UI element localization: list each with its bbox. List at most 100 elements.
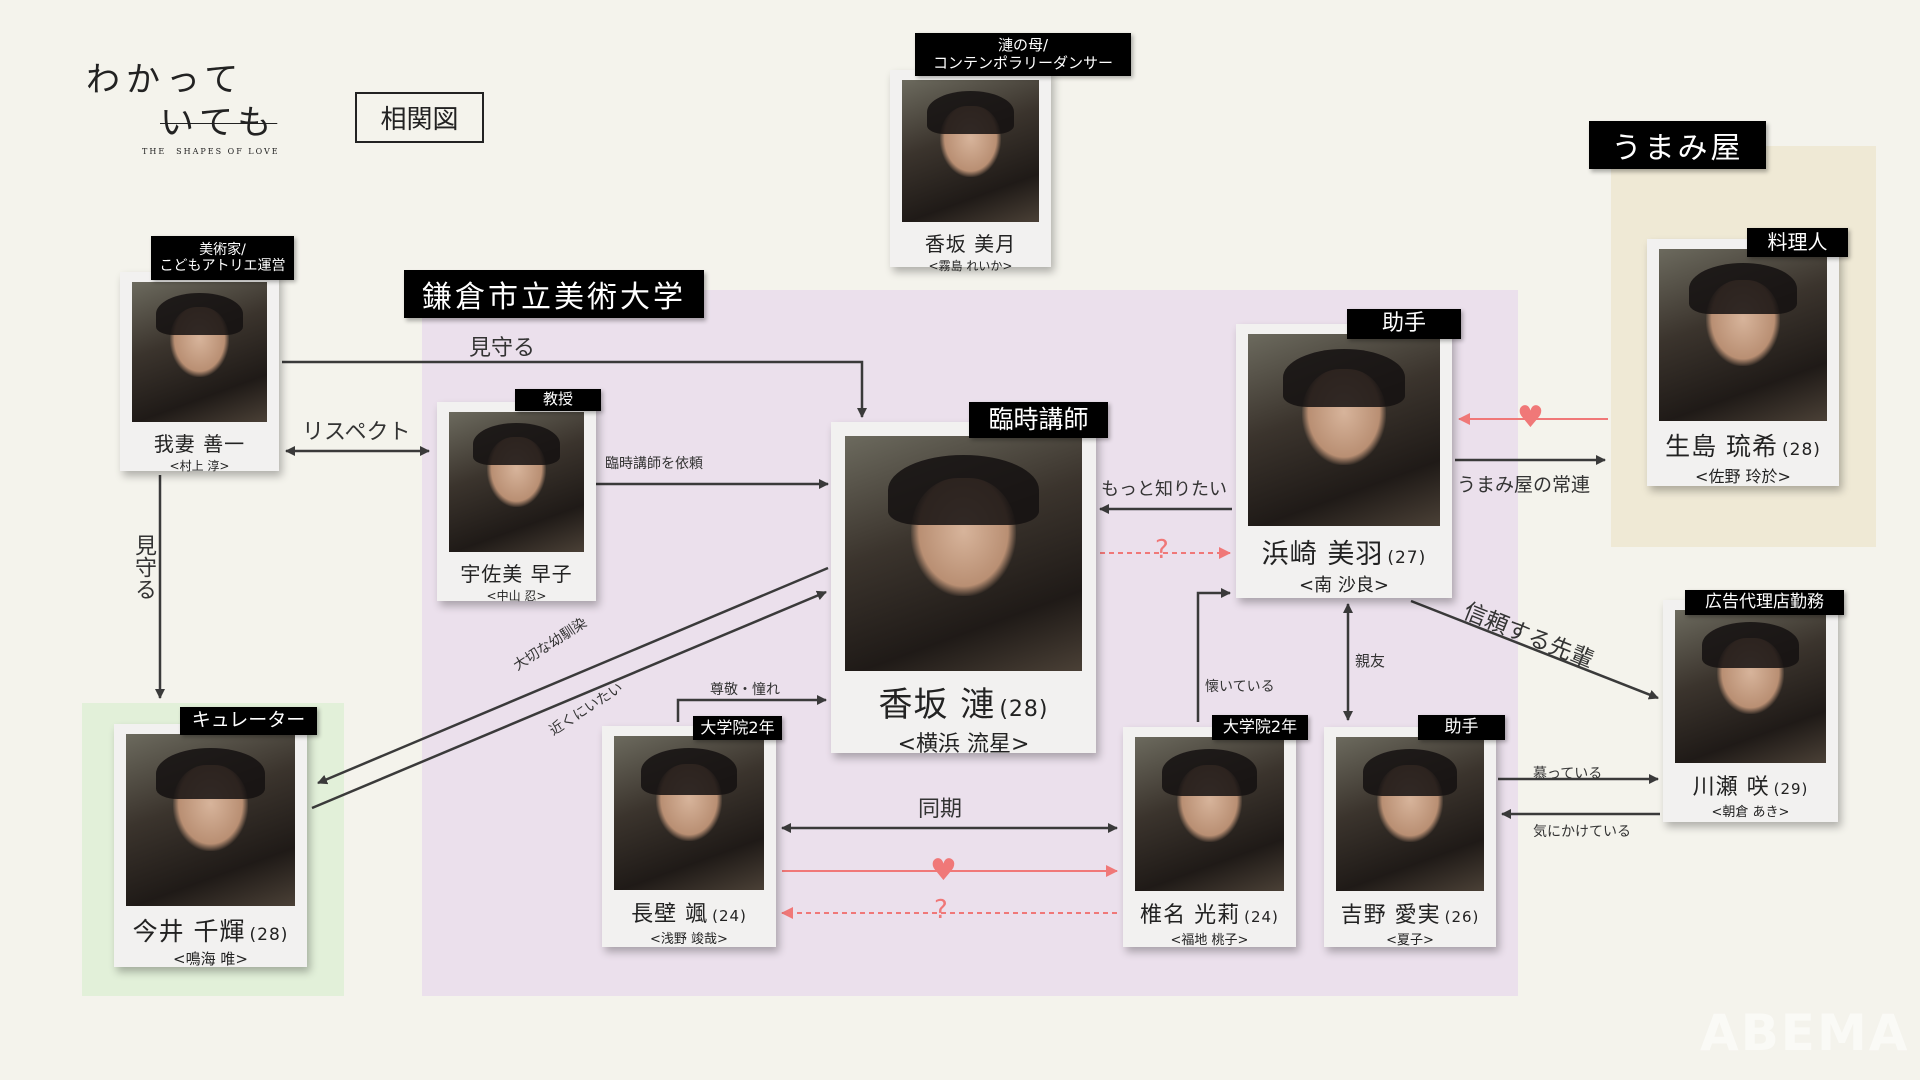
portrait-photo xyxy=(845,436,1082,671)
logo-line2: いても xyxy=(160,103,278,143)
actor-name: <朝倉 あき> xyxy=(1711,805,1790,820)
character-card-agatsuma: 我妻 善一 <村上 淳> xyxy=(120,272,279,473)
label-kinikake: 気にかけている xyxy=(1533,824,1631,840)
role-line: こどもアトリエ運営 xyxy=(159,258,286,274)
character-age: (26) xyxy=(1444,908,1480,926)
character-name-row: 川瀬 咲(29) xyxy=(1675,769,1826,801)
arrow-osakabe-to-ren xyxy=(676,695,827,722)
role-line: 美術家/ xyxy=(199,241,246,258)
character-card-shiina: 椎名 光莉(24) <福地 桃子> xyxy=(1123,727,1296,948)
character-name: 浜崎 美羽 xyxy=(1261,539,1384,570)
portrait-photo xyxy=(132,282,267,422)
portrait-photo xyxy=(126,734,295,906)
actor-name: <南 沙良> xyxy=(1299,575,1389,596)
character-card-kawase: 川瀬 咲(29) <朝倉 あき> xyxy=(1663,600,1838,822)
role-tag-shiina: 大学院2年 xyxy=(1212,715,1308,740)
label-mimamoru-side: 見守る xyxy=(131,534,156,600)
role-tag-mizuki: 漣の母/コンテンポラリーダンサー xyxy=(915,33,1131,76)
character-card-yoshino: 吉野 愛実(26) <夏子> xyxy=(1324,727,1496,948)
character-name: 我妻 善一 xyxy=(153,432,246,456)
label-mimamoru-top: 見守る xyxy=(469,336,536,361)
actor-name: <村上 淳> xyxy=(169,459,230,473)
portrait-photo xyxy=(449,412,584,552)
label-douki: 同期 xyxy=(918,797,963,822)
actor-name: <霧島 れいか> xyxy=(928,259,1013,273)
label-shinyu: 親友 xyxy=(1355,652,1386,670)
role-tag-hamasaki: 助手 xyxy=(1347,309,1461,339)
portrait-photo xyxy=(1248,334,1440,526)
character-name-row: 浜崎 美羽(27) xyxy=(1248,532,1440,571)
character-name-row: 長壁 颯(24) xyxy=(614,896,764,928)
heart-icon: ♥ xyxy=(1517,400,1544,435)
label-joren: うまみ屋の常連 xyxy=(1457,474,1591,496)
abema-watermark: ABEMA xyxy=(1700,1004,1910,1062)
character-name: 吉野 愛実 xyxy=(1340,903,1441,928)
character-age: (27) xyxy=(1387,548,1427,568)
character-age: (28) xyxy=(249,925,289,945)
character-name: 生島 琉希 xyxy=(1665,432,1779,461)
character-card-kosaka-mizuki: 香坂 美月 <霧島 れいか> xyxy=(890,70,1051,273)
question-mark-hamasaki: ? xyxy=(1155,535,1169,565)
actor-name: <中山 忍> xyxy=(486,589,547,603)
portrait-photo xyxy=(1675,610,1826,763)
actor-name: <福地 桃子> xyxy=(1170,933,1249,948)
role-tag-osakabe: 大学院2年 xyxy=(693,716,782,740)
group-header-umamiya: うまみ屋 xyxy=(1589,121,1766,169)
role-tag-ikushima: 料理人 xyxy=(1747,228,1848,257)
character-name: 今井 千輝 xyxy=(132,917,246,946)
arrow-hamasaki-to-kawase xyxy=(1410,599,1659,700)
label-shitau: 慕っている xyxy=(1533,766,1603,782)
arrow-shiina-to-hamasaki xyxy=(1196,588,1231,722)
character-age: (29) xyxy=(1773,780,1809,798)
character-age: (28) xyxy=(1782,440,1821,460)
character-name: 川瀬 咲 xyxy=(1692,775,1770,800)
label-admire: 尊敬・憧れ xyxy=(710,682,780,698)
show-logo: わかって いても THE SHAPES OF LOVE xyxy=(86,52,326,156)
character-name: 長壁 颯 xyxy=(631,902,709,927)
title-box: 相関図 xyxy=(355,92,484,143)
label-respect: リスペクト xyxy=(302,420,411,445)
portrait-photo xyxy=(902,80,1039,222)
character-name-row: 吉野 愛実(26) xyxy=(1336,897,1484,929)
character-card-hamasaki: 浜崎 美羽(27) <南 沙良> xyxy=(1236,324,1452,598)
character-name: 椎名 光莉 xyxy=(1140,903,1241,928)
role-tag-agatsuma: 美術家/こどもアトリエ運営 xyxy=(151,236,294,280)
character-card-osakabe: 長壁 颯(24) <浅野 竣哉> xyxy=(602,726,776,947)
character-age: (28) xyxy=(999,697,1049,722)
character-name: 香坂 漣 xyxy=(878,685,996,725)
logo-line1: わかって xyxy=(86,60,245,100)
character-card-ikushima: 生島 琉希(28) <佐野 玲於> xyxy=(1647,239,1839,486)
heart-icon: ♥ xyxy=(930,853,957,888)
role-line: コンテンポラリーダンサー xyxy=(932,53,1113,72)
character-name-row: 生島 琉希(28) xyxy=(1659,427,1827,463)
role-tag-ren: 臨時講師 xyxy=(969,402,1108,438)
actor-name: <佐野 玲於> xyxy=(1695,467,1791,486)
logo-subtitle: THE SHAPES OF LOVE xyxy=(142,147,280,156)
arrow-imai-to-ren xyxy=(311,590,827,810)
character-card-kosaka-ren: 香坂 漣(28) <横浜 流星> xyxy=(831,422,1096,757)
role-line: 漣の母/ xyxy=(997,36,1049,55)
portrait-photo xyxy=(1336,737,1484,891)
portrait-photo xyxy=(1135,737,1284,891)
question-mark-osakabe: ? xyxy=(934,895,948,925)
character-card-imai: 今井 千輝(28) <鳴海 唯> xyxy=(114,724,307,968)
arrow-ren-to-imai xyxy=(317,566,829,785)
character-age: (24) xyxy=(712,907,747,925)
character-name-row: 椎名 光莉(24) xyxy=(1135,897,1284,929)
arrow-agatsuma-to-ren xyxy=(282,360,867,418)
character-name: 香坂 美月 xyxy=(924,232,1017,256)
actor-name: <鳴海 唯> xyxy=(173,950,248,968)
actor-name: <浅野 竣哉> xyxy=(650,932,728,947)
portrait-photo xyxy=(614,736,764,890)
role-tag-imai: キュレーター xyxy=(180,707,317,735)
role-tag-yoshino: 助手 xyxy=(1418,715,1505,740)
character-name-row: 香坂 漣(28) xyxy=(845,677,1082,726)
role-tag-usami: 教授 xyxy=(515,389,601,411)
label-natsuku: 懐いている xyxy=(1205,679,1275,695)
portrait-photo xyxy=(1659,249,1827,421)
character-name: 宇佐美 早子 xyxy=(460,562,573,586)
character-name-row: 今井 千輝(28) xyxy=(126,912,295,948)
label-motto: もっと知りたい xyxy=(1101,479,1227,500)
group-header-university: 鎌倉市立美術大学 xyxy=(404,270,704,318)
